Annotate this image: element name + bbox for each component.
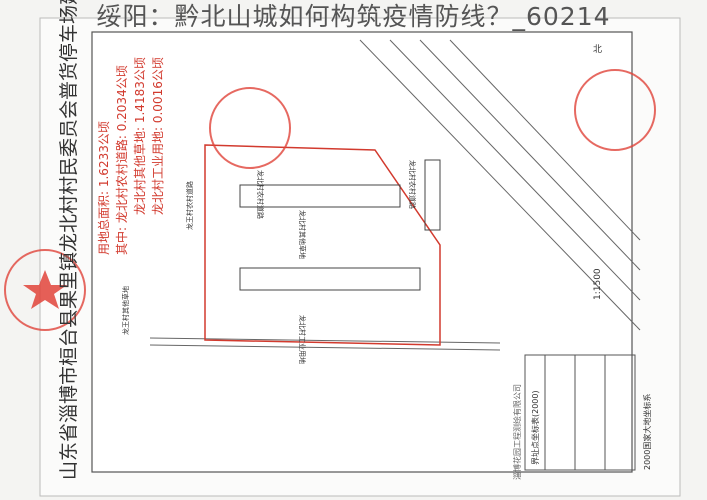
- parcel-label: 龙北村农村道路: [408, 160, 417, 209]
- coord-system: 2000国家大地坐标系: [642, 394, 652, 470]
- parcel-label: 龙王村其他草地: [121, 286, 130, 335]
- map-frame: [91, 31, 633, 473]
- area-industrial: 龙北村工业用地: 0.0016公顷: [151, 57, 165, 215]
- area-grass: 龙北村其他草地: 1.4183公顷: [133, 57, 147, 215]
- coord-table: [524, 354, 636, 471]
- area-summary: 用地总面积: 1.6233公顷 其中: 龙北村农村道路: 0.2034公顷 龙北…: [97, 57, 165, 255]
- parcel-label: 龙北村其他草地: [298, 210, 307, 259]
- area-road: 其中: 龙北村农村道路: 0.2034公顷: [114, 65, 129, 255]
- stamps: [4, 69, 656, 331]
- coord-table-title: 界址点坐标表(2000): [530, 390, 540, 465]
- parcel-label: 龙王村农村道路: [185, 181, 194, 230]
- north-label: 北: [593, 44, 602, 55]
- roads: [149, 39, 641, 351]
- scale: 1:1500: [593, 268, 603, 300]
- area-total: 用地总面积: 1.6233公顷: [97, 121, 111, 255]
- map-title: 山东省淄博市桓台县果里镇龙北村村民委员会普货停车场建设项目勘测定界图: [58, 0, 80, 480]
- surveyor: 淄博花园工程测绘有限公司: [512, 384, 522, 480]
- headline: 绥阳：黔北山城如何构筑疫情防线？_60214: [96, 2, 611, 31]
- stamp-star-icon: [23, 270, 67, 309]
- parcel-boundary: [204, 144, 441, 346]
- parcel-strips: [239, 159, 441, 291]
- parcel-label: 龙北村工业用地: [298, 315, 307, 364]
- parcel-label: 龙北村农村道路: [256, 170, 265, 219]
